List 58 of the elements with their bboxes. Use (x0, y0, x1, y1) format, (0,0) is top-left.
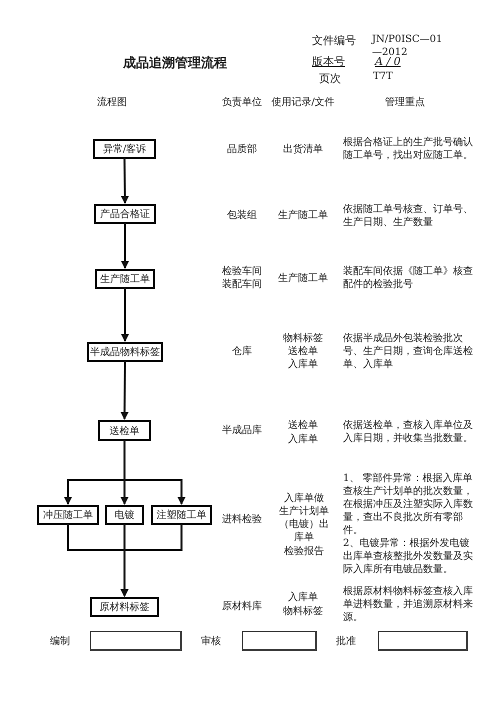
arrow (121, 224, 129, 269)
cell-text: 根据合格证上的生产批号确认随工单号，找出对应随工单。 (343, 136, 474, 162)
arrow (124, 441, 186, 505)
cell-text: 2、电镀异常：根据外发电镀出库单查核整批外发数量及实际入库所有电镀品数量。 (343, 537, 474, 576)
cell-text: 包装组 (226, 209, 258, 222)
field-label: 页次 (319, 72, 341, 85)
process-box: 电镀 (105, 505, 144, 525)
cell-text: 进料检验 (221, 513, 263, 526)
cell-text: 半成品库 (221, 424, 263, 437)
cell-text: 入库单 (287, 358, 319, 371)
cell-text: 依据半成品外包装检验批次号、生产日期，查询仓库送检单、入库单 (343, 332, 474, 371)
cell-text: 出货清单 (282, 143, 324, 156)
cell-text: 检验报告 (283, 545, 325, 558)
column-header: 管理重点 (384, 96, 426, 109)
field-label: 审核 (201, 635, 221, 648)
cell-text: 根据原材料物料标签查核入库单进料数量，并追溯原材料来源。 (343, 585, 474, 624)
cell-text: 生产计划单（电镀）出库单 (279, 505, 329, 544)
arrow (120, 158, 129, 204)
cell-text: 送检单 (287, 345, 319, 358)
cell-text: 依据送检单，查核入库单位及入库日期，并收集当批数量。 (343, 419, 474, 445)
process-box: 生产随工单 (95, 269, 155, 289)
process-box: 半成品物料标签 (87, 342, 163, 362)
cell-text: 入库单 (287, 591, 319, 604)
cell-text: 依据随工单号核查、订单号、生产日期、生产数量 (343, 203, 474, 229)
title: 成品追溯管理流程 (122, 56, 228, 72)
arrow (120, 525, 182, 597)
process-box: 异常/客诉 (93, 139, 156, 159)
cell-text: 检验车间 (221, 265, 263, 278)
arrow (121, 289, 129, 342)
cell-text: 原材料库 (221, 600, 263, 613)
process-box: 冲压随工单 (37, 505, 99, 525)
cell-text: 入库单做 (283, 492, 325, 505)
cell-text: 仓库 (231, 345, 253, 358)
cell-text: 装配车间依据《随工单》核查配件的检验批号 (343, 265, 474, 291)
arrow (120, 362, 129, 420)
field-label: 批准 (336, 635, 356, 648)
process-box: 送检单 (98, 420, 151, 441)
cell-text: 生产随工单 (277, 272, 329, 285)
process-box: 注塑随工单 (151, 505, 212, 525)
column-header: 流程图 (96, 96, 128, 109)
cell-text: 物料标签 (282, 332, 324, 345)
field-label: 版本号 (312, 55, 345, 68)
page-number: T7T (373, 70, 393, 83)
cell-text: 品质部 (226, 143, 258, 156)
cell-text: 1、 零部件异常：根据入库单查核生产计划单的批次数量，在根据冲压及注塑实际入库数量，查出不良批次所有零部件。 (343, 472, 474, 537)
cell-text: 装配车间 (221, 278, 263, 291)
process-box: 原材料标签 (90, 597, 159, 617)
field-label: 编制 (50, 635, 70, 648)
cell-text: 物料标签 (282, 605, 324, 618)
cell-text: 生产随工单 (277, 209, 329, 222)
process-box: 产品合格证 (94, 204, 156, 224)
column-header: 负责单位 (221, 96, 263, 109)
cell-text: 送检单 (287, 419, 319, 432)
cell-text: 入库单 (287, 433, 319, 446)
field-label: 文件编号 (312, 34, 356, 47)
version-number: A / 0 (375, 55, 401, 68)
column-header: 使用记录/文件 (270, 96, 336, 109)
document-number: JN/P0ISC—01—2012 (372, 33, 444, 58)
